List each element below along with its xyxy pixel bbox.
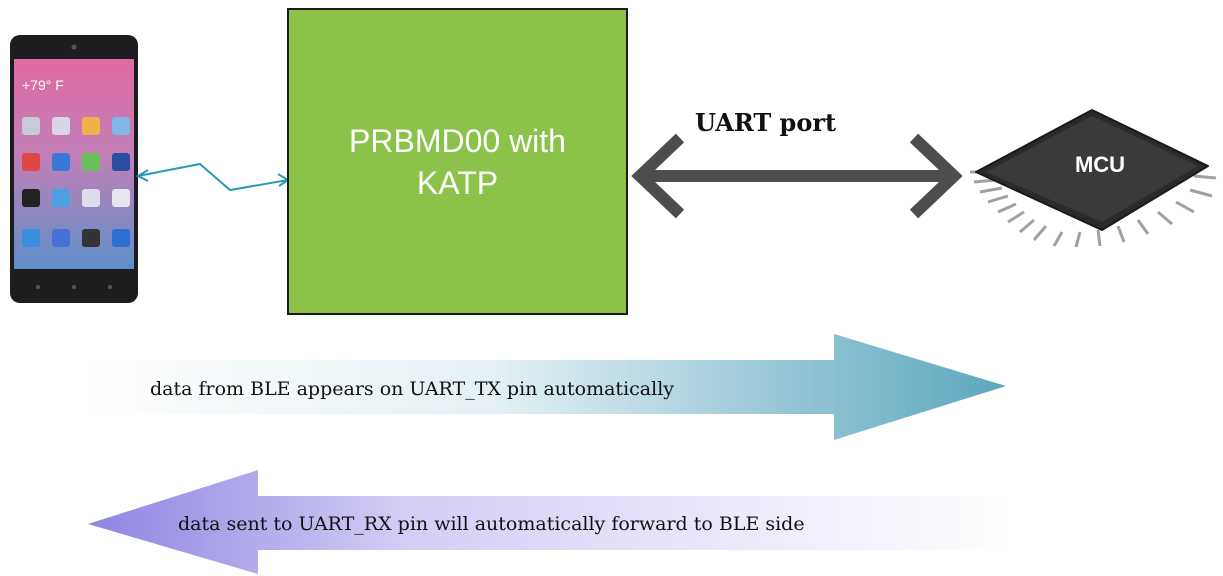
uart-port-label: UART port [695, 108, 837, 137]
mcu-chip-image: MCU [970, 109, 1217, 248]
uart-double-arrow [631, 133, 963, 219]
phone-clock-text: +79° F [22, 77, 64, 93]
wireless-link-icon [135, 162, 290, 192]
module-box: PRBMD00 with KATP [287, 8, 628, 315]
module-title-line2: KATP [416, 164, 499, 201]
smartphone-image: +79° F [10, 35, 138, 303]
tx-flow-label: data from BLE appears on UART_TX pin aut… [150, 378, 675, 400]
tx-flow-arrow [80, 334, 1006, 440]
rx-flow-arrow [88, 470, 1012, 574]
module-title-line1: PRBMD00 with [349, 122, 566, 159]
mcu-label: MCU [1075, 152, 1125, 177]
phone-app-icons [22, 117, 130, 247]
rx-flow-label: data sent to UART_RX pin will automatica… [178, 513, 805, 535]
